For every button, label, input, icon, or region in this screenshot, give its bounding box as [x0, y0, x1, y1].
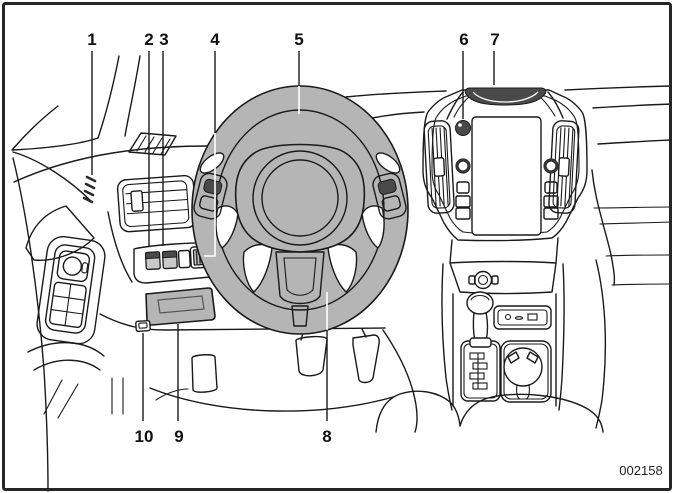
- footrest: [191, 354, 218, 393]
- callout-2: 2: [144, 30, 153, 49]
- callout-1: 1: [87, 30, 96, 49]
- callout-6: 6: [459, 30, 468, 49]
- figure-code: 002158: [619, 463, 662, 478]
- brake-pedal: [295, 335, 328, 377]
- storage-panel: [145, 287, 216, 326]
- left-knob: [455, 158, 471, 174]
- windshield-dash-lines: [11, 55, 672, 203]
- callout-3: 3: [159, 30, 168, 49]
- seat-cushion: [375, 390, 604, 433]
- defroster-grille: [128, 132, 177, 156]
- dash-knee-contour: [107, 211, 133, 283]
- center-vent-left: [423, 120, 455, 214]
- dash-air-vent: [116, 174, 197, 233]
- shift-lever-stem: [472, 311, 489, 342]
- accessory-ports: [493, 305, 552, 330]
- dash-speaker-grille: [464, 87, 547, 106]
- cup-holder: [500, 340, 552, 403]
- callout-9: 9: [174, 427, 183, 446]
- callout-10: 10: [135, 427, 154, 446]
- callout-leader-lines: [91, 51, 495, 421]
- console-knob: [473, 270, 493, 290]
- door-panel: [12, 157, 124, 492]
- center-stack: [422, 87, 588, 242]
- lower-console: [375, 169, 671, 433]
- callout-labels: 1 2 3 4 5 6 7 8 9 10: [87, 30, 499, 446]
- touchscreen: [471, 116, 542, 236]
- airbag-pad: [234, 143, 366, 253]
- door-sail-trim: [25, 205, 95, 261]
- side-vent-slits: [82, 175, 97, 204]
- steering-wheel: [191, 85, 409, 335]
- callout-8: 8: [322, 427, 331, 446]
- callout-4: 4: [210, 30, 220, 49]
- callout-5: 5: [294, 30, 303, 49]
- accelerator-pedal: [352, 334, 380, 384]
- right-knob: [543, 158, 559, 174]
- switch-10: [135, 319, 151, 333]
- shift-lever-assembly: [460, 291, 501, 402]
- window-switch-panel: [36, 235, 106, 345]
- callout-7: 7: [490, 30, 499, 49]
- knob-6: [455, 120, 471, 136]
- floor-and-pedals: [99, 313, 418, 433]
- right-spoke-switches: [372, 172, 407, 220]
- mirror-switch: [56, 250, 91, 283]
